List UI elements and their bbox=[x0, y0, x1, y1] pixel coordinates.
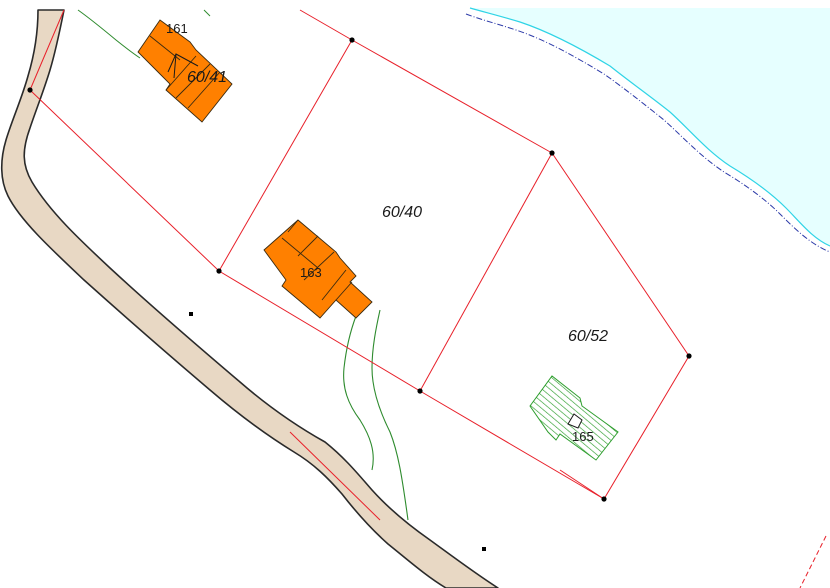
water-body bbox=[470, 8, 830, 246]
road bbox=[0, 9, 499, 588]
shoreline-blue bbox=[465, 13, 830, 253]
boundary-60-40-60-52 bbox=[419, 152, 553, 392]
building-165-entrance-icon bbox=[567, 413, 583, 429]
building-163-ridge bbox=[281, 219, 353, 301]
building-163-footprint[interactable] bbox=[263, 219, 373, 319]
boundary-top-60-41 bbox=[299, 9, 553, 154]
boundary-left-edge bbox=[29, 9, 65, 91]
parcel-label-60-52: 60/52 bbox=[568, 328, 608, 345]
boundary-point[interactable] bbox=[27, 87, 33, 93]
footpath-lower-left bbox=[343, 315, 374, 471]
footpath-north bbox=[77, 9, 141, 59]
survey-marker[interactable] bbox=[189, 312, 193, 316]
boundary-point[interactable] bbox=[417, 388, 423, 394]
boundary-points bbox=[27, 37, 692, 551]
footpath-lower-right bbox=[371, 309, 409, 521]
survey-marker[interactable] bbox=[482, 547, 486, 551]
boundary-road-north bbox=[29, 89, 605, 500]
boundary-point[interactable] bbox=[549, 150, 555, 156]
boundary-60-52-east bbox=[551, 152, 690, 500]
boundary-road-south bbox=[289, 431, 381, 521]
boundary-east-dashed bbox=[799, 535, 827, 588]
building-number-163: 163 bbox=[300, 265, 322, 280]
boundary-point[interactable] bbox=[601, 496, 607, 502]
building-161-arrow bbox=[167, 53, 199, 79]
boundary-60-41-60-40 bbox=[218, 39, 353, 272]
boundary-point[interactable] bbox=[216, 268, 222, 274]
building-number-165: 165 bbox=[572, 429, 594, 444]
parcel-label-60-40: 60/40 bbox=[382, 204, 422, 221]
boundary-60-52-south bbox=[559, 469, 605, 500]
building-163[interactable] bbox=[263, 219, 373, 319]
boundary-point[interactable] bbox=[349, 37, 355, 43]
boundary-point[interactable] bbox=[686, 353, 692, 359]
building-165[interactable] bbox=[529, 375, 619, 461]
parcel-label-60-41: 60/41 bbox=[187, 69, 227, 86]
building-161[interactable] bbox=[137, 19, 233, 123]
footpath-north-tick bbox=[203, 9, 211, 17]
building-number-161: 161 bbox=[166, 21, 188, 36]
building-161-ridge bbox=[149, 35, 221, 109]
shoreline-cyan bbox=[469, 7, 830, 247]
